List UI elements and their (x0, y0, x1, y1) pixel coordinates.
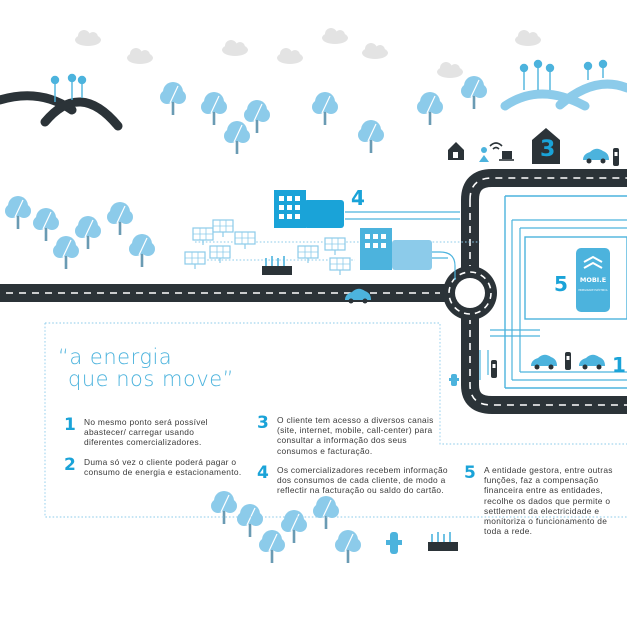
step-5: 5 A entidade gestora, entre outras funçõ… (464, 463, 627, 537)
slogan-line-1: “a energia (58, 345, 173, 369)
step-text: Duma só vez o cliente poderá pagar o con… (84, 457, 242, 478)
energy-grid-lines (345, 211, 540, 380)
step-text: O cliente tem acesso a diversos canais (… (277, 415, 434, 456)
hydrants (386, 374, 459, 554)
step-number: 3 (257, 413, 269, 433)
step-3-map-label: 3 (540, 137, 555, 162)
slogan-line-2: que nos move” (68, 367, 235, 391)
step-number: 4 (257, 463, 269, 483)
step-4-map-label: 4 (351, 186, 365, 210)
step-1: 1 No mesmo ponto será possível abastecer… (64, 417, 234, 448)
hills (0, 79, 627, 131)
main-road (0, 266, 497, 320)
step-number: 1 (64, 415, 76, 435)
customer-channels (448, 128, 560, 164)
mobie-logo-subtitle: MOBILIDADE ELÉCTRICA (578, 289, 607, 292)
clouds (75, 28, 541, 78)
step-text: A entidade gestora, entre outras funções… (484, 465, 613, 537)
palm-trees (50, 59, 608, 102)
step-number: 5 (464, 463, 476, 483)
slogan-quote: “a energia que nos move” (58, 346, 234, 390)
fenced-gardens (262, 256, 458, 551)
step-2: 2 Duma só vez o cliente poderá pagar o c… (64, 455, 254, 478)
step-3: 3 O cliente tem acesso a diversos canais… (257, 415, 442, 456)
step-text: No mesmo ponto será possível abastecer/ … (84, 417, 208, 448)
buildings (274, 190, 627, 320)
step-4: 4 Os comercializadores recebem informaçã… (257, 465, 457, 496)
mobie-logo: MOBI.E (580, 276, 606, 284)
step-1-map-label: 1 (612, 353, 626, 377)
mobie-logo-mark (583, 255, 603, 269)
step-number: 2 (64, 455, 76, 475)
step-text: Os comercializadores recebem informação … (277, 465, 448, 496)
step-5-map-label: 5 (554, 272, 568, 296)
